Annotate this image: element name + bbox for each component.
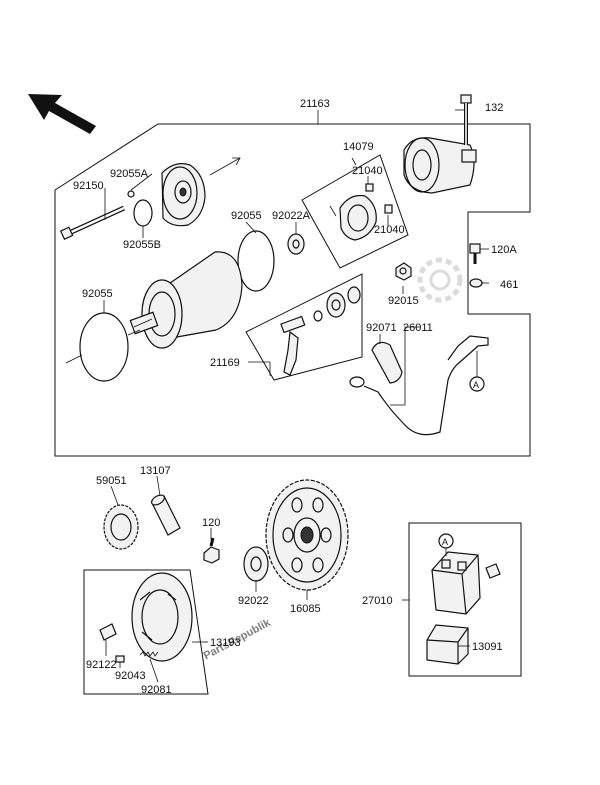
callout-21163: 21163 <box>300 98 330 110</box>
callout-92022: 92022 <box>238 595 269 607</box>
part-21040-brush-b <box>384 204 393 214</box>
part-132-bolt <box>460 94 472 145</box>
callout-92150: 92150 <box>73 180 104 192</box>
part-92055A-o-ring <box>127 190 135 198</box>
part-starter-rear-cover <box>403 137 477 194</box>
callout-59051: 59051 <box>96 475 127 487</box>
part-92055-o-ring-upper <box>237 230 275 292</box>
starter-assembly-frame <box>54 123 531 457</box>
starter-relay-frame <box>408 522 522 677</box>
callout-27010: 27010 <box>362 595 393 607</box>
leader-lines <box>103 173 489 683</box>
callout-92055-lower: 92055 <box>82 288 113 300</box>
relay-reference-marker-label: A <box>442 537 448 547</box>
part-92150-through-bolt <box>59 205 126 241</box>
part-92022-washer <box>243 546 269 582</box>
part-92015-nut <box>395 262 412 281</box>
callout-132: 132 <box>485 102 503 114</box>
part-26011-starter-cable <box>349 335 489 436</box>
part-120-bolt <box>203 537 220 564</box>
callout-461: 461 <box>500 279 518 291</box>
callout-26011: 26011 <box>403 322 433 334</box>
part-92055B-o-ring <box>133 199 153 227</box>
callout-92022A: 92022A <box>272 210 311 222</box>
part-16085-starter-gear <box>265 479 349 591</box>
part-92071-terminal-boot <box>371 341 403 384</box>
callout-13193: 13193 <box>210 637 241 649</box>
callout-92081: 92081 <box>141 684 172 696</box>
callout-92055-upper: 92055 <box>231 210 262 222</box>
callout-120A: 120A <box>491 244 517 256</box>
part-21169-terminal-set <box>280 286 361 376</box>
callout-92122: 92122 <box>86 659 117 671</box>
callout-21040-a: 21040 <box>352 165 383 177</box>
part-92081-spring <box>139 651 159 657</box>
callout-13107: 13107 <box>140 465 171 477</box>
callout-21040-b: 21040 <box>374 224 405 236</box>
part-461-washer <box>469 278 483 288</box>
callout-92043: 92043 <box>115 670 146 682</box>
cable-reference-marker-label: A <box>473 380 479 390</box>
part-92055-o-ring-lower <box>79 312 129 382</box>
part-92043-pin <box>115 655 125 663</box>
starter-clutch-frame <box>83 569 209 695</box>
relay-reference-marker: A <box>438 533 454 549</box>
callout-13091: 13091 <box>472 641 503 653</box>
brush-holder-subframe <box>301 154 409 269</box>
part-92022A-washer <box>287 233 305 255</box>
part-120A-bolt <box>469 243 481 264</box>
part-starter-front-cover <box>161 163 206 227</box>
watermark-gear-icon <box>417 257 463 303</box>
part-13091-relay-cover <box>426 624 469 665</box>
part-14079-brush-plate <box>329 194 377 241</box>
part-13107-shaft <box>151 494 181 536</box>
part-21040-brush-a <box>365 183 374 192</box>
callout-21169: 21169 <box>210 357 240 369</box>
terminal-subframe <box>245 273 363 381</box>
callout-92071: 92071 <box>366 322 397 334</box>
part-92122-roller <box>99 623 117 641</box>
callout-92055A: 92055A <box>110 168 149 180</box>
front-direction-arrow-icon <box>28 94 96 134</box>
callout-92055B: 92055B <box>123 239 161 251</box>
callout-92015: 92015 <box>388 295 419 307</box>
part-59051-idle-gear <box>103 504 139 550</box>
part-starter-motor-body <box>129 251 243 349</box>
part-27010-starter-relay <box>431 551 501 615</box>
callout-16085: 16085 <box>290 603 321 615</box>
part-13193-starter-clutch <box>131 572 193 662</box>
callout-14079: 14079 <box>343 141 374 153</box>
cable-reference-marker: A <box>469 376 485 392</box>
callout-120: 120 <box>202 517 220 529</box>
